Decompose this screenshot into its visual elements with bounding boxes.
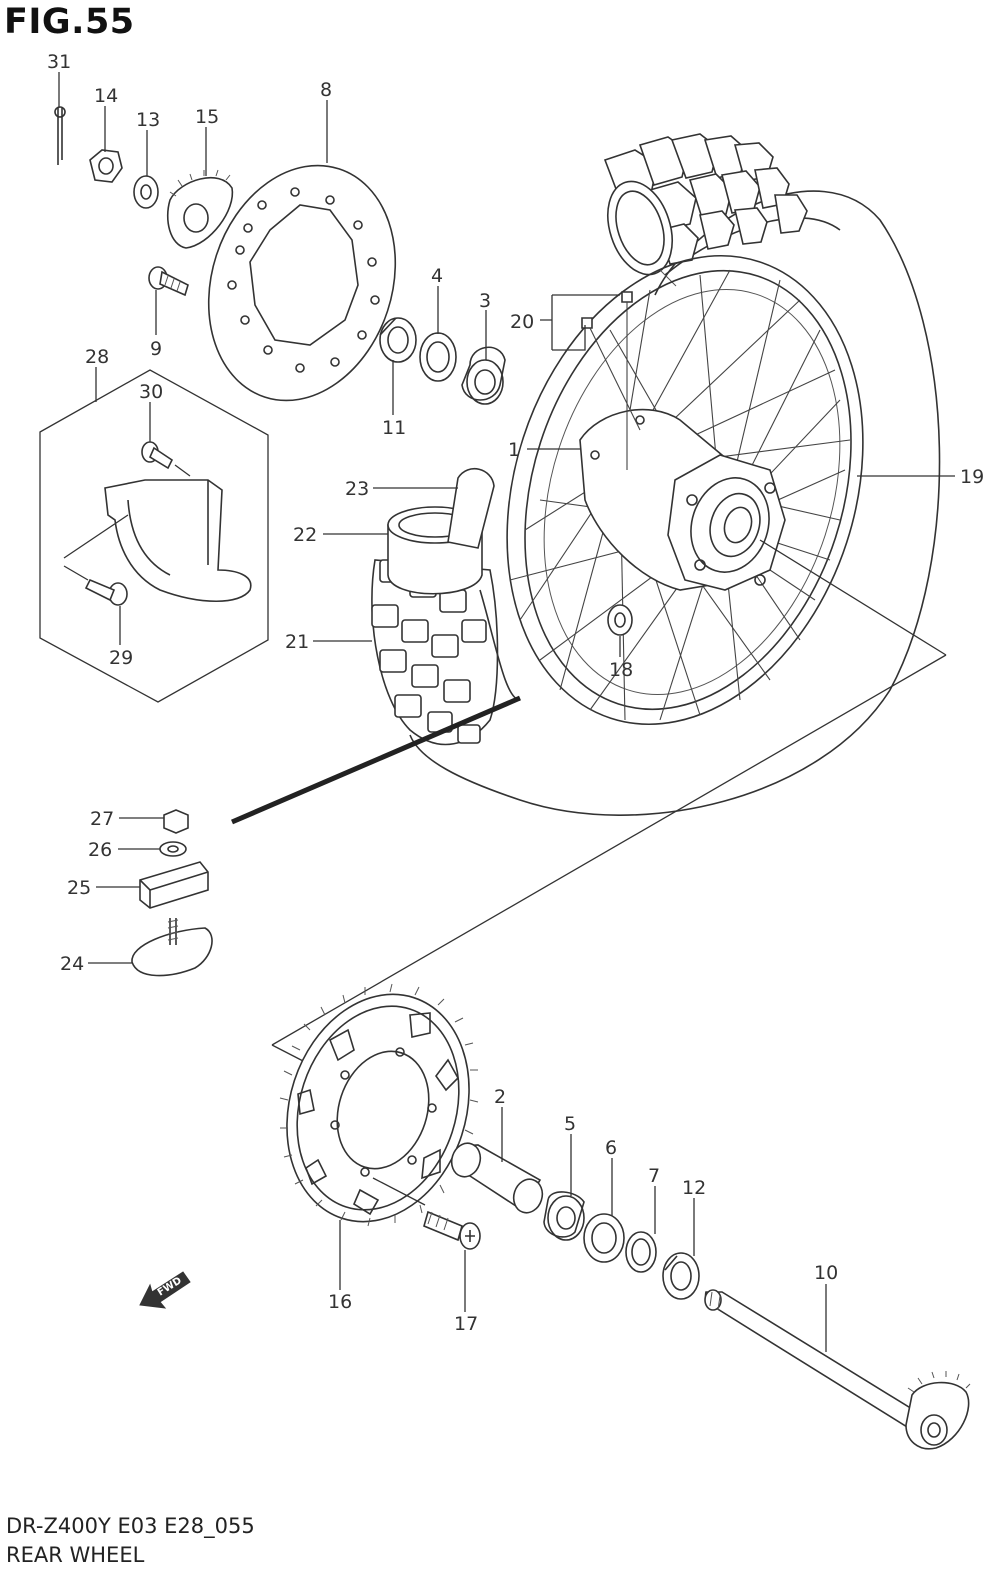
rim-lock-pad-24 — [131, 918, 213, 977]
sprocket-bolt-17 — [423, 1210, 481, 1250]
explosion-lines — [231, 539, 947, 1063]
chain-guard-box-28 — [39, 369, 269, 703]
washer-13 — [133, 175, 159, 209]
oil-seal-4 — [419, 332, 457, 382]
callout-8: 8 — [320, 79, 332, 101]
callout-28: 28 — [85, 346, 109, 368]
callout-24: 24 — [60, 953, 84, 975]
spacer-12 — [662, 1252, 700, 1300]
cotter-pin-31 — [54, 106, 66, 165]
callout-30: 30 — [139, 381, 163, 403]
bolt-9 — [148, 266, 189, 297]
bearing-6 — [583, 1213, 625, 1263]
callout-21: 21 — [285, 631, 309, 653]
callout-22: 22 — [293, 524, 317, 546]
callout-19: 19 — [960, 466, 984, 488]
callout-12: 12 — [682, 1177, 706, 1199]
axle-nut-14 — [89, 149, 123, 183]
callout-15: 15 — [195, 106, 219, 128]
bearing-3 — [461, 346, 506, 405]
rim-band-23 — [447, 467, 495, 549]
callout-11: 11 — [382, 417, 406, 439]
callout-16: 16 — [328, 1291, 352, 1313]
callout-1: 1 — [508, 439, 520, 461]
nut-27 — [163, 809, 189, 834]
sprocket-16 — [279, 983, 479, 1227]
bearing-5 — [543, 1191, 585, 1241]
callout-5: 5 — [564, 1113, 576, 1135]
callout-27: 27 — [90, 808, 114, 830]
tire — [409, 133, 941, 816]
callout-17: 17 — [454, 1313, 478, 1335]
spoke-nipples-20 — [581, 291, 641, 470]
callout-numbers: 1 2 3 4 5 6 7 8 9 10 11 12 13 14 15 16 1… — [47, 51, 984, 1335]
callout-9: 9 — [150, 338, 162, 360]
callout-31: 31 — [47, 51, 71, 73]
callout-7: 7 — [648, 1165, 660, 1187]
figure-title: FIG.55 — [4, 2, 135, 42]
callout-29: 29 — [109, 647, 133, 669]
model-code: DR-Z400Y E03 E28_055 — [6, 1514, 255, 1538]
spacer-2 — [450, 1142, 544, 1214]
callout-2: 2 — [494, 1086, 506, 1108]
callout-6: 6 — [605, 1137, 617, 1159]
callout-18: 18 — [609, 659, 633, 681]
hub — [579, 408, 786, 591]
figure-name: REAR WHEEL — [6, 1543, 145, 1567]
brake-disc-8 — [207, 164, 397, 402]
callout-14: 14 — [94, 85, 118, 107]
callout-26: 26 — [88, 839, 112, 861]
callout-20: 20 — [510, 311, 534, 333]
leader-lines — [58, 72, 955, 1352]
axle-10 — [704, 1289, 971, 1450]
rim-lock-25 — [139, 861, 209, 909]
callout-10: 10 — [814, 1262, 838, 1284]
weight-18 — [607, 604, 633, 636]
callout-13: 13 — [136, 109, 160, 131]
callout-25: 25 — [67, 877, 91, 899]
forward-arrow-icon: FWD — [139, 1271, 191, 1309]
callout-4: 4 — [431, 265, 443, 287]
spacer-11 — [379, 317, 417, 363]
oil-seal-7 — [625, 1231, 657, 1273]
callout-3: 3 — [479, 290, 491, 312]
callout-23: 23 — [345, 478, 369, 500]
washer-26 — [159, 841, 187, 857]
chain-adjuster-15 — [166, 169, 234, 249]
